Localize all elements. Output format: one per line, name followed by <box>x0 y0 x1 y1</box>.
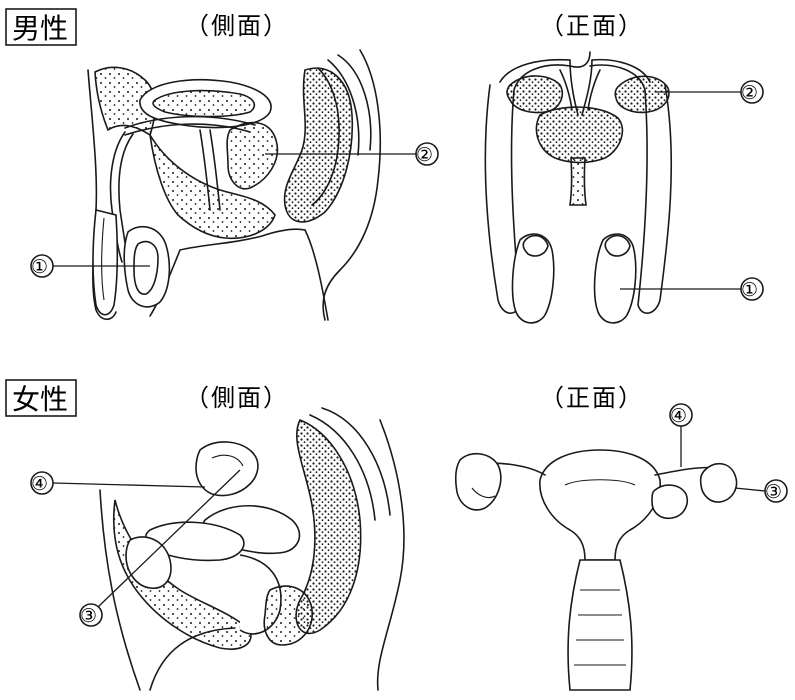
female-side-leader-4 <box>53 483 205 487</box>
female-front-marker-3: ③ <box>765 481 782 503</box>
female-side-view-label: （側面） <box>185 384 289 412</box>
female-section: 女性 （側面） （正面） ④ <box>6 380 787 690</box>
female-front-diagram: ④ ③ <box>456 404 787 690</box>
male-front-marker-2: ② <box>741 82 758 104</box>
female-front-leader-3 <box>735 488 765 491</box>
male-side-diagram: ① ② <box>31 50 438 320</box>
male-front-view-label: （正面） <box>540 12 644 40</box>
male-side-marker-1: ① <box>31 256 48 278</box>
male-section: 男性 （側面） （正面） <box>6 9 763 323</box>
male-label: 男性 <box>12 12 68 45</box>
male-front-marker-1: ① <box>741 279 758 301</box>
female-label: 女性 <box>12 383 68 416</box>
female-side-marker-4: ④ <box>31 473 48 495</box>
female-front-marker-4: ④ <box>670 405 687 427</box>
female-side-diagram: ④ ③ <box>31 408 404 690</box>
female-front-view-label: （正面） <box>540 384 644 412</box>
male-side-view-label: （側面） <box>185 12 289 40</box>
male-front-diagram: ② ① <box>485 52 763 323</box>
male-side-marker-2: ② <box>416 144 433 166</box>
female-side-marker-3: ③ <box>80 605 97 627</box>
